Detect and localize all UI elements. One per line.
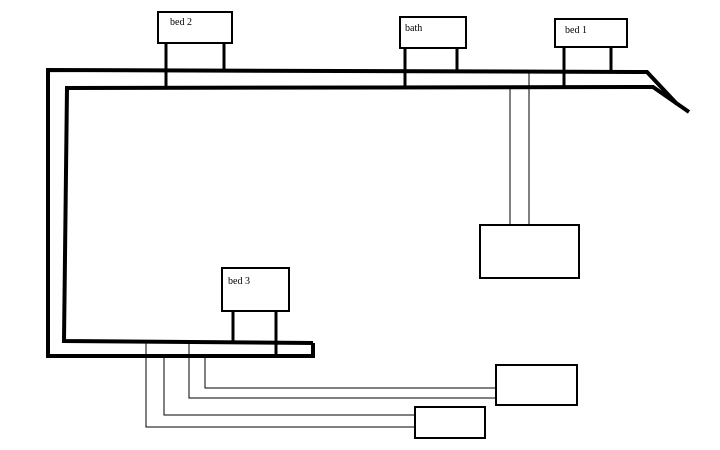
thin-lines-right — [509, 72, 530, 225]
unit-box-lower-right — [495, 364, 578, 406]
bed1-label: bed 1 — [565, 25, 587, 36]
bed2-box — [157, 11, 233, 44]
bed3-label: bed 3 — [228, 276, 250, 287]
bath-label: bath — [405, 23, 423, 34]
bed2-label: bed 2 — [170, 17, 192, 28]
room-connectors — [164, 43, 613, 358]
thin-lines-bottom — [145, 341, 496, 428]
main-duct-inner-line — [61, 84, 691, 345]
bed3-box — [221, 267, 290, 312]
bath-box — [399, 16, 467, 49]
unit-box-bottom — [414, 406, 486, 439]
bed1-box — [554, 18, 628, 48]
main-duct-outer-line — [46, 67, 679, 358]
